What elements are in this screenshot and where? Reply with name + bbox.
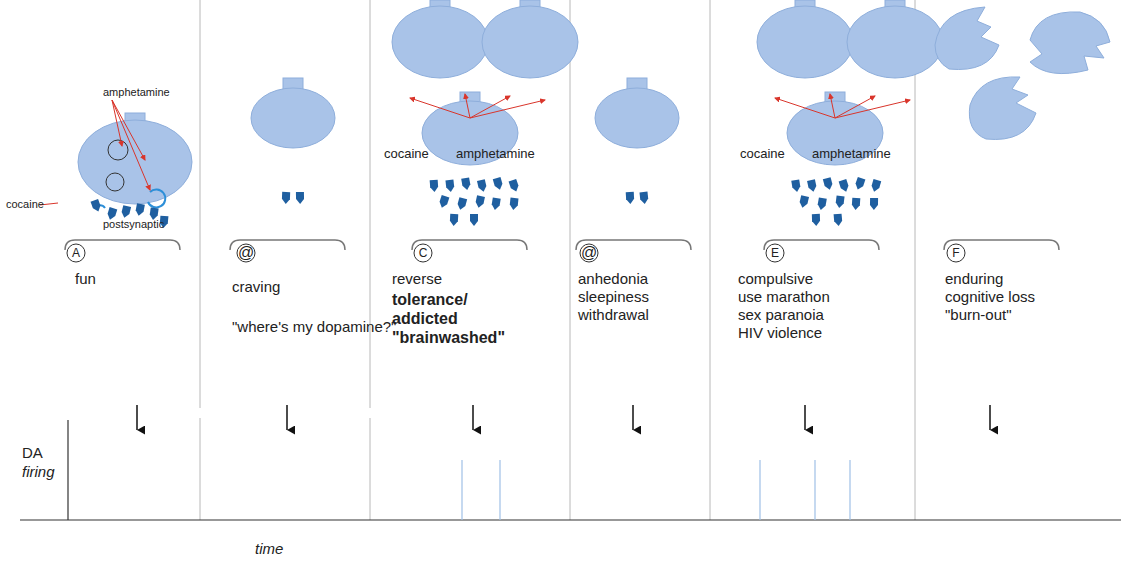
text-label: reverse: [392, 270, 442, 288]
text-label: C: [419, 247, 428, 259]
dopamine-molecule: [491, 197, 501, 210]
text-label: A: [72, 247, 80, 259]
dopamine-molecule: [870, 179, 881, 193]
dopamine-molecule: [475, 195, 485, 208]
dopamine-molecule: [854, 177, 865, 191]
dopamine-molecule: [839, 179, 850, 193]
text-label: firing: [22, 463, 55, 481]
dopamine-molecule: [430, 180, 439, 193]
firing-spikes: [462, 460, 850, 520]
dopamine-molecule: [282, 192, 290, 204]
text-label: E: [771, 247, 779, 259]
terminals: [78, 0, 1110, 204]
text-label: postsynaptic: [103, 218, 164, 231]
dopamine-molecule: [807, 179, 817, 192]
dopamine-molecule: [493, 177, 504, 191]
dopamine-molecule: [812, 214, 820, 226]
text-label: DA: [22, 444, 43, 462]
text-label: time: [255, 540, 283, 558]
text-label: tolerance/ addicted "brainwashed": [392, 290, 522, 348]
dopamine-molecule: [91, 199, 103, 213]
gap-band: [196, 408, 371, 418]
dopamine-molecule: [438, 195, 449, 209]
text-label: @: [581, 245, 597, 261]
dopamine-molecule: [135, 203, 145, 216]
text-label: amphetamine: [812, 146, 891, 162]
dopamine-molecule: [450, 214, 459, 226]
text-label: @: [238, 245, 254, 261]
text-label: amphetamine: [456, 146, 535, 162]
dopamine-molecule: [445, 180, 454, 193]
text-label: anhedonia sleepiness withdrawal: [578, 270, 673, 324]
time-arrows: [137, 405, 990, 430]
dopamine-molecule: [120, 205, 131, 219]
text-label: amphetamine: [103, 86, 170, 99]
dopamine-molecule: [870, 198, 878, 210]
dopamine-molecule: [477, 179, 487, 192]
axes: [20, 420, 1121, 520]
text-label: enduring cognitive loss "burn-out": [945, 270, 1065, 324]
drug-arrows: [40, 94, 910, 205]
dopamine-molecule: [799, 195, 809, 208]
text-label: cocaine: [740, 146, 785, 162]
postsynaptic-brackets: [65, 240, 1059, 250]
dopamine-molecule: [834, 214, 843, 227]
dopamine-molecule: [509, 198, 518, 211]
text-label: "where's my dopamine?": [232, 318, 396, 336]
text-label: cocaine: [6, 198, 44, 211]
dopamine-molecule: [823, 177, 834, 191]
letter-circles: [67, 244, 965, 262]
dopamine-molecule: [791, 179, 801, 192]
dopamine-molecule: [456, 197, 467, 211]
dopamine-molecule: [639, 192, 648, 205]
dopamine-molecule: [852, 198, 861, 211]
dopamine-molecule: [470, 214, 478, 226]
vesicles: [95, 140, 165, 208]
text-label: F: [952, 247, 959, 259]
panel-separators: [200, 0, 915, 520]
dopamine-molecule: [509, 179, 520, 193]
text-label: compulsive use marathon sex paranoia HIV…: [738, 270, 836, 342]
dopamine-molecule: [817, 197, 827, 210]
dopamine-molecule: [461, 177, 471, 190]
text-label: fun: [75, 270, 96, 288]
text-label: craving: [232, 278, 280, 296]
dopamine-molecule: [835, 196, 844, 209]
text-label: cocaine: [384, 146, 429, 162]
dopamine-molecule: [626, 192, 635, 204]
dopamine-molecule: [296, 192, 304, 204]
dopamine-molecules: [91, 177, 882, 228]
